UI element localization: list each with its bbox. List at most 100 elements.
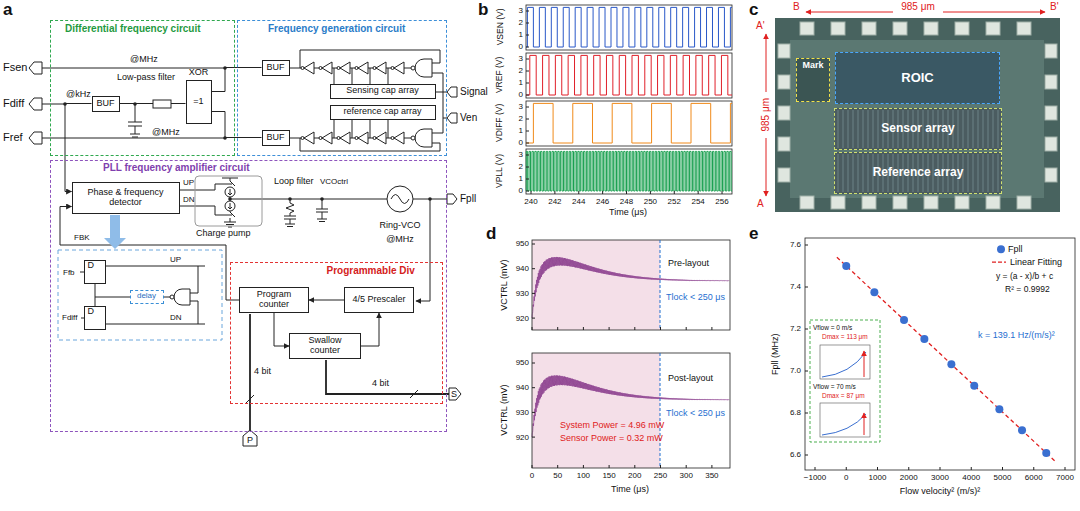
box-label: Mark bbox=[802, 61, 823, 71]
inverter-bubble bbox=[355, 137, 358, 140]
tick-mark bbox=[1033, 467, 1034, 470]
tick-mark bbox=[532, 437, 535, 438]
label: −1000 bbox=[804, 473, 826, 482]
label: 242 bbox=[548, 197, 561, 206]
label: DN bbox=[170, 313, 182, 322]
label: 6.6 bbox=[790, 450, 801, 459]
inverter-chain bbox=[301, 62, 404, 144]
label: Flow velocity² (m/s)² bbox=[900, 486, 981, 496]
box-label: Reference array bbox=[873, 166, 964, 179]
label: k = 139.1 Hz/(m/s)² bbox=[978, 330, 1055, 340]
block-box: BUF bbox=[262, 130, 290, 146]
array-stripe bbox=[997, 154, 999, 192]
label: 3 bbox=[519, 102, 523, 111]
label: 7.4 bbox=[790, 282, 801, 291]
array-stripe bbox=[837, 110, 839, 148]
array-stripe bbox=[977, 154, 979, 192]
axis-title: VREF (V) bbox=[495, 57, 505, 93]
figure-part bbox=[334, 68, 388, 138]
figure-part bbox=[806, 12, 893, 13]
label: 4000 bbox=[962, 473, 980, 482]
block-box: BUF bbox=[262, 60, 290, 76]
label: Time (μs) bbox=[611, 484, 649, 494]
array-stripe bbox=[867, 154, 869, 192]
array-stripe bbox=[982, 154, 984, 192]
label: FBK bbox=[74, 233, 90, 242]
label: 930 bbox=[516, 408, 529, 417]
array-stripe bbox=[877, 110, 879, 148]
tick-mark bbox=[805, 371, 808, 372]
label: 7000 bbox=[1056, 473, 1074, 482]
label: Charge pump bbox=[196, 228, 251, 238]
plot-frame bbox=[532, 240, 730, 330]
tick-mark bbox=[660, 327, 661, 330]
circuit-block: Differential frequency circuitBUFXOR=1 bbox=[50, 20, 235, 156]
figure-part bbox=[246, 390, 418, 403]
tick-mark bbox=[531, 191, 532, 194]
vctrl-curve bbox=[532, 375, 729, 437]
tick-mark bbox=[805, 413, 808, 414]
label: 1 bbox=[519, 30, 523, 39]
bond-pad bbox=[893, 196, 907, 209]
tick-mark bbox=[526, 155, 529, 156]
block-box: Sensing cap array bbox=[330, 84, 436, 99]
label: 920 bbox=[516, 433, 529, 442]
tick-mark bbox=[815, 467, 816, 470]
label: 0 bbox=[844, 473, 848, 482]
tick-mark bbox=[532, 363, 535, 364]
label: Tlock < 250 μs bbox=[666, 292, 725, 302]
tick-mark bbox=[526, 107, 529, 108]
connector bbox=[65, 104, 92, 192]
label: Tlock < 250 μs bbox=[666, 408, 725, 418]
chip-region: ROIC bbox=[835, 52, 1000, 104]
label: 2 bbox=[519, 162, 523, 171]
figure-part bbox=[228, 189, 232, 209]
array-stripe bbox=[857, 154, 859, 192]
label: B bbox=[793, 1, 800, 13]
tick-mark bbox=[877, 467, 878, 470]
label: 6000 bbox=[1025, 473, 1043, 482]
panel-letter: b bbox=[478, 0, 488, 20]
tick-mark bbox=[526, 131, 529, 132]
inset-frame bbox=[810, 320, 880, 442]
reference-area bbox=[834, 152, 1002, 194]
array-stripe bbox=[872, 110, 874, 148]
tick-mark bbox=[557, 327, 558, 330]
tick-mark bbox=[532, 465, 533, 468]
tick-mark bbox=[650, 191, 651, 194]
legend-text: Linear Fitting bbox=[1010, 257, 1062, 267]
axis-title: Fpll (MHz) bbox=[770, 333, 780, 375]
label: 300 bbox=[680, 471, 693, 480]
label: System Power = 4.96 mW bbox=[560, 420, 664, 430]
label: 940 bbox=[516, 264, 529, 273]
label: DN bbox=[183, 195, 195, 204]
label: Ffb bbox=[63, 268, 75, 277]
bond-pad bbox=[778, 75, 790, 89]
figure-part bbox=[447, 113, 457, 123]
gate-name: XOR bbox=[189, 68, 209, 78]
tick-mark bbox=[532, 268, 535, 269]
figure-part bbox=[447, 87, 457, 97]
mark-area bbox=[796, 58, 830, 102]
label: 244 bbox=[572, 197, 585, 206]
box-label: =1 bbox=[193, 97, 203, 107]
square-wave bbox=[526, 7, 732, 47]
label: 5000 bbox=[994, 473, 1012, 482]
tick-mark bbox=[711, 465, 712, 468]
figure-part bbox=[449, 388, 461, 400]
pin-symbols bbox=[29, 62, 461, 446]
array-stripe bbox=[992, 110, 994, 148]
tick-mark bbox=[526, 95, 529, 96]
tick-mark bbox=[526, 143, 529, 144]
figure-part bbox=[432, 73, 447, 133]
bond-pad bbox=[1045, 168, 1057, 182]
label: 250 bbox=[654, 471, 667, 480]
array-stripe bbox=[962, 110, 964, 148]
array-stripe bbox=[842, 110, 844, 148]
box-label: D bbox=[88, 261, 95, 271]
label: 100 bbox=[577, 471, 590, 480]
block-heading: Frequency generation circuit bbox=[268, 23, 405, 34]
inverter-bubble bbox=[355, 67, 358, 70]
bond-pad bbox=[893, 22, 907, 35]
label: 3 bbox=[519, 150, 523, 159]
